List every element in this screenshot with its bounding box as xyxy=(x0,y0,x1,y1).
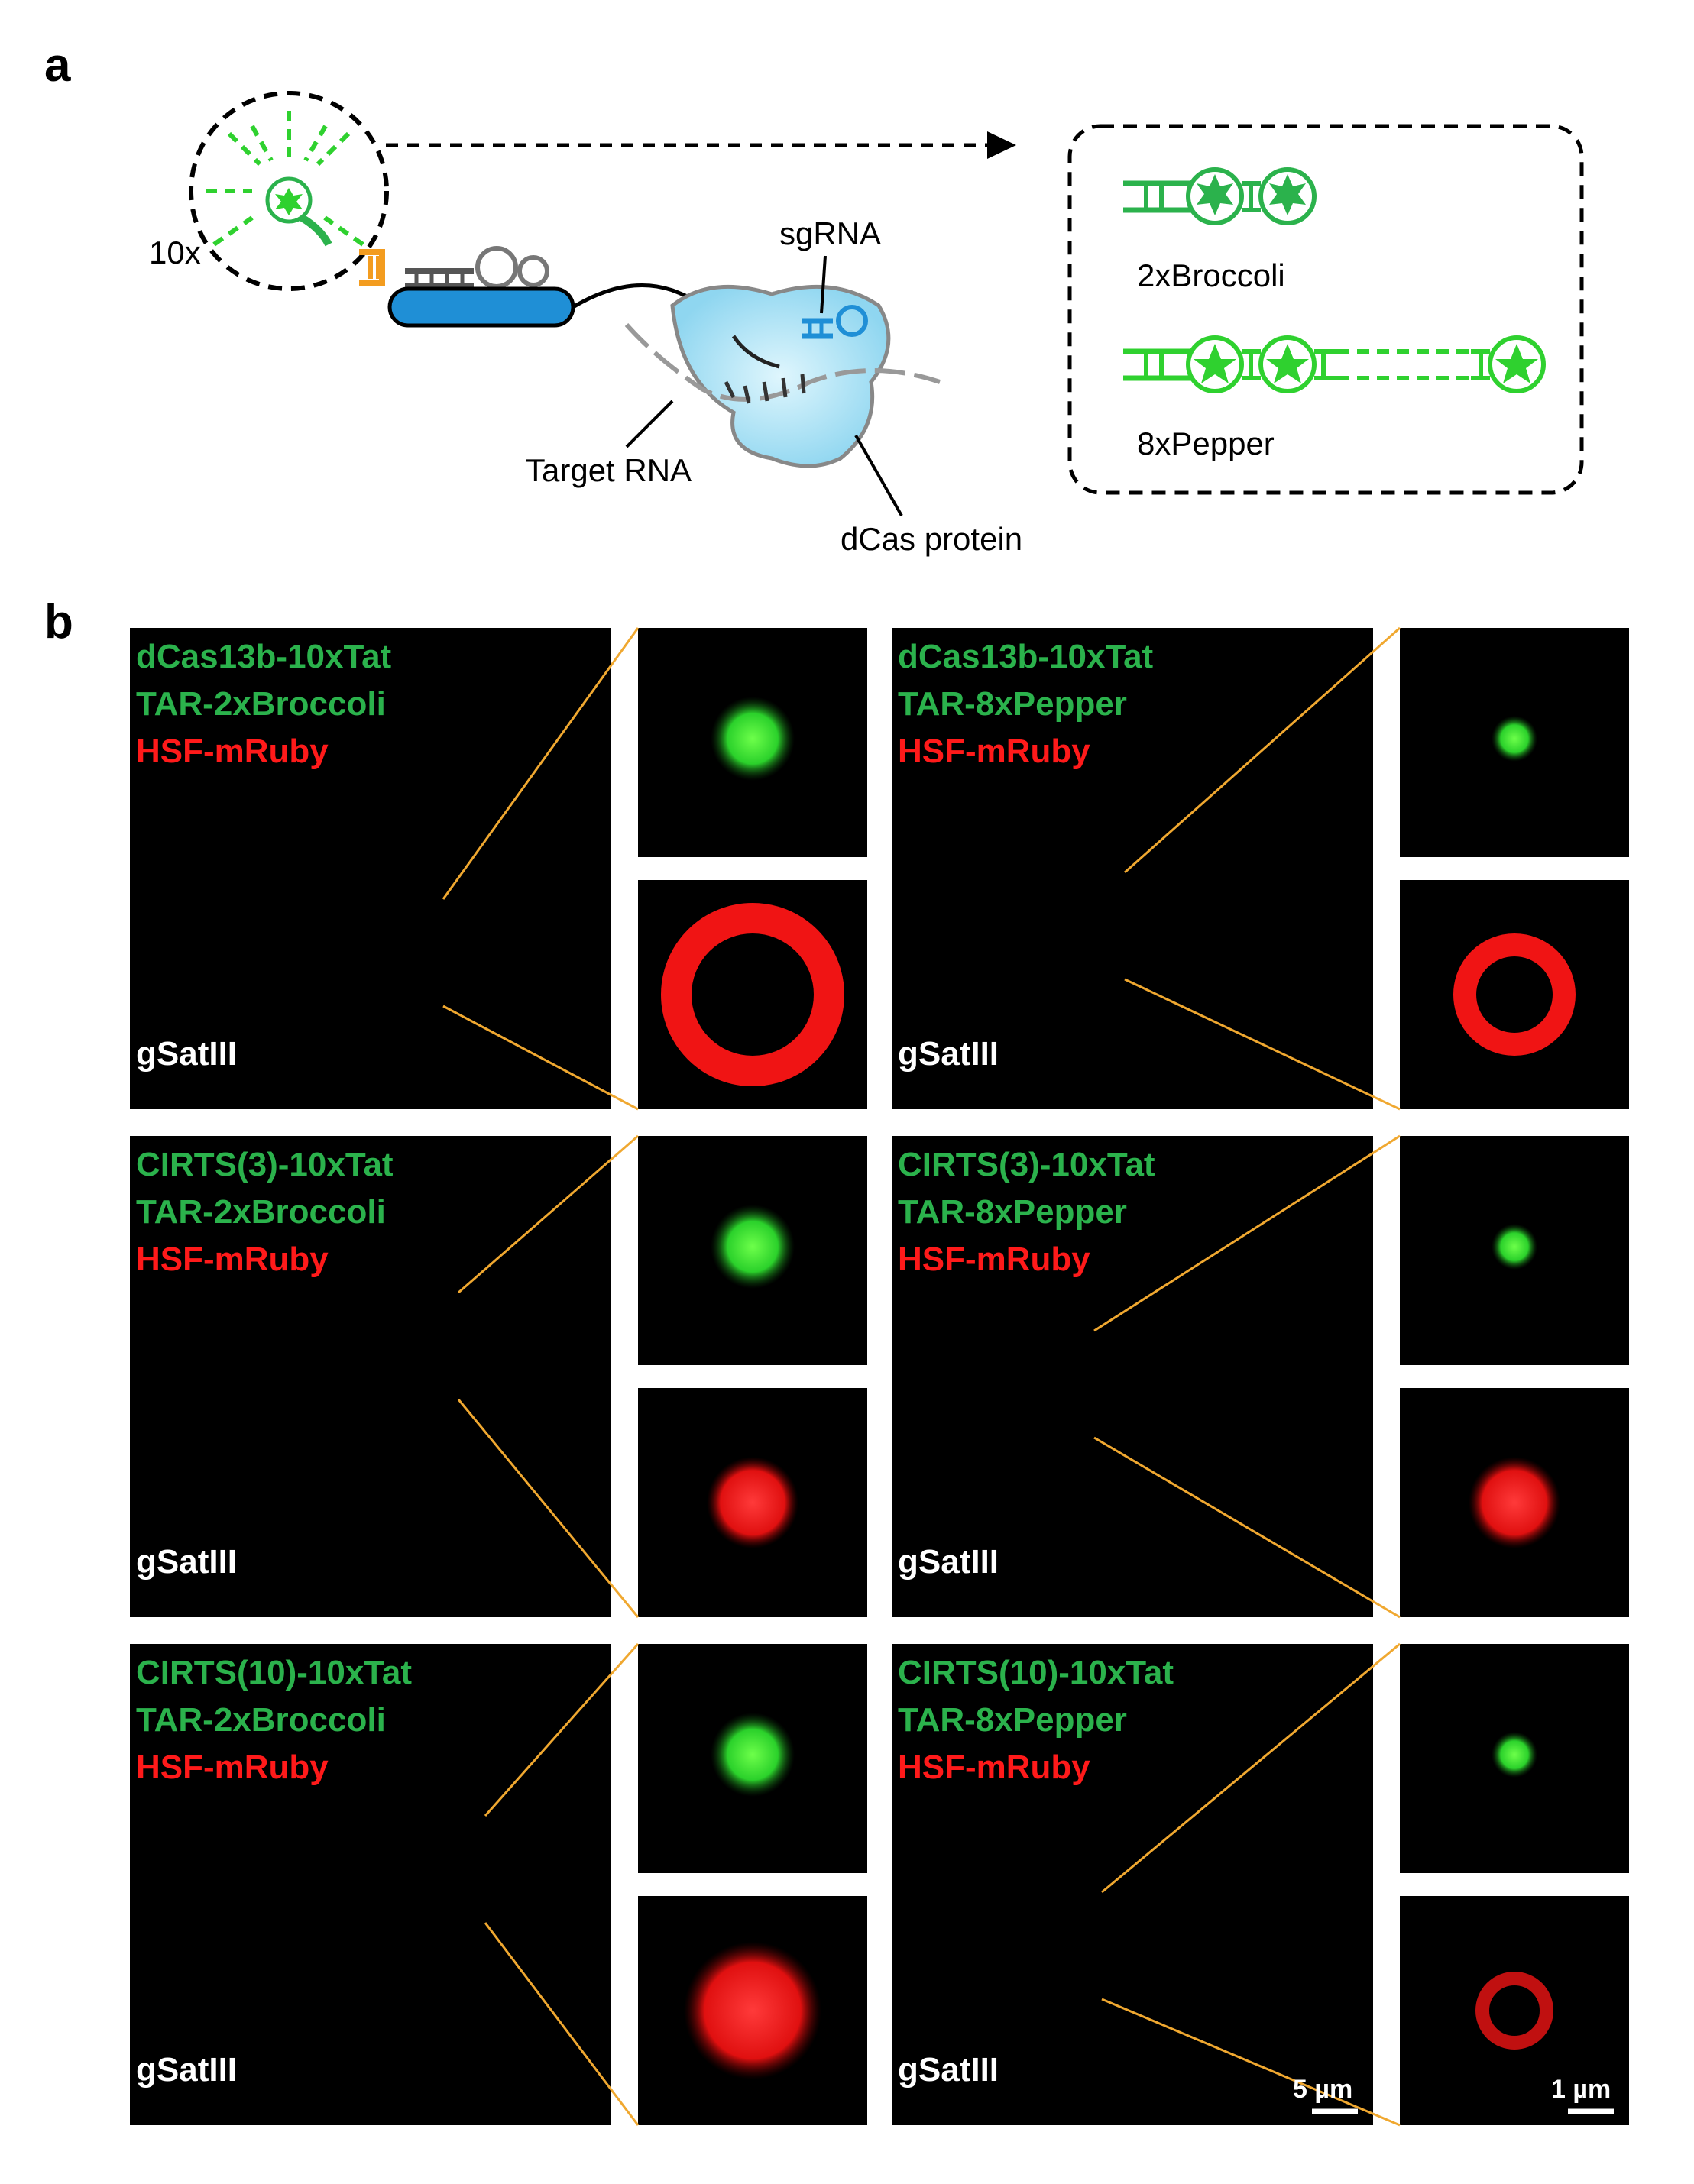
zoom-green-foci xyxy=(1492,1732,1537,1778)
target-label: gSatIII xyxy=(898,2051,999,2089)
zoom-line xyxy=(1124,626,1401,874)
zoom-line xyxy=(458,1134,639,1294)
zoom-red-image xyxy=(1400,880,1629,1109)
micrograph-1-right xyxy=(892,626,1629,1111)
dcas-protein-shape xyxy=(670,284,891,468)
main-image xyxy=(892,1136,1373,1617)
zoom-line xyxy=(484,1643,640,1817)
aptamer-label: TAR-8xPepper xyxy=(898,1193,1127,1231)
aptamer-label: TAR-2xBroccoli xyxy=(136,1193,386,1231)
micrograph-2-right xyxy=(892,1134,1629,1619)
zoom-red-ring xyxy=(1475,1972,1553,2050)
zoom-line xyxy=(1101,1998,1401,2127)
zoom-line xyxy=(442,627,640,900)
reporter-label: HSF-mRuby xyxy=(898,1241,1090,1278)
sgrna-strand xyxy=(802,318,833,339)
construct-label: CIRTS(3)-10xTat xyxy=(898,1146,1155,1183)
micrograph-2-left xyxy=(130,1134,867,1618)
reporter-label: HSF-mRuby xyxy=(136,733,329,770)
zoom-line xyxy=(442,1005,639,1111)
zoom-green-foci xyxy=(711,1713,795,1797)
main-image xyxy=(130,1644,611,2125)
aptamer-label: TAR-8xPepper xyxy=(898,1701,1127,1739)
main-image xyxy=(892,1644,1373,2125)
aptamer-label: TAR-2xBroccoli xyxy=(136,685,386,723)
zoom-line xyxy=(484,1922,640,2126)
target-label: gSatIII xyxy=(898,1035,999,1073)
aptamer-label: TAR-8xPepper xyxy=(898,685,1127,723)
reporter-label: HSF-mRuby xyxy=(898,733,1090,770)
zoom-line xyxy=(1093,1134,1401,1332)
broccoli-label: 2xBroccoli xyxy=(1137,257,1285,293)
dcas-protein-label: dCas protein xyxy=(841,521,1022,557)
construct-label: dCas13b-10xTat xyxy=(136,638,392,675)
grey-hairpin xyxy=(405,246,549,290)
reporter-label: HSF-mRuby xyxy=(136,1241,329,1278)
reporter-label: HSF-mRuby xyxy=(136,1749,329,1786)
main-image xyxy=(892,628,1373,1109)
scale-bar-zoom-label: 1 µm xyxy=(1551,2075,1611,2104)
main-image xyxy=(130,1136,611,1617)
panel-a-letter: a xyxy=(44,39,71,92)
target-rna-label: Target RNA xyxy=(526,452,692,488)
pepper-label: 8xPepper xyxy=(1137,425,1275,461)
micrograph-3-left xyxy=(130,1643,867,2126)
zoom-line xyxy=(457,1399,640,1618)
multiplier-label: 10x xyxy=(149,235,201,270)
zoom-green-foci xyxy=(1492,716,1537,762)
target-label: gSatIII xyxy=(898,1543,999,1581)
zoom-red-image xyxy=(1400,1896,1629,2125)
zoom-red-ring xyxy=(661,903,844,1086)
zoom-line xyxy=(1093,1436,1401,1619)
micrograph-grid: dCas13b-10xTatTAR-2xBroccoliHSF-mRubygSa… xyxy=(130,626,1629,2127)
reporter-label: HSF-mRuby xyxy=(898,1749,1090,1786)
target-label: gSatIII xyxy=(136,1035,237,1073)
zoom-red-blob xyxy=(1469,1457,1560,1548)
zoom-green-foci xyxy=(1492,1224,1537,1270)
zoom-green-foci xyxy=(711,697,795,781)
sgrna-label: sgRNA xyxy=(779,215,881,251)
panel-b-letter: b xyxy=(44,596,73,649)
broccoli-aptamer-diagram xyxy=(1123,167,1317,225)
zoom-red-blob xyxy=(684,1942,821,2079)
target-label: gSatIII xyxy=(136,1543,237,1581)
micrograph-3-right xyxy=(892,1642,1629,2127)
zoom-line xyxy=(1124,978,1401,1111)
aptamer-label: TAR-2xBroccoli xyxy=(136,1701,386,1739)
scale-bar-main-label: 5 µm xyxy=(1293,2075,1352,2104)
main-image xyxy=(130,628,611,1109)
zoom-red-ring xyxy=(1453,933,1576,1056)
tat-peptide xyxy=(387,286,575,328)
pepper-aptamer-diagram xyxy=(1123,335,1546,393)
zoom-red-blob xyxy=(707,1457,798,1548)
construct-label: CIRTS(3)-10xTat xyxy=(136,1146,394,1183)
target-label: gSatIII xyxy=(136,2051,237,2089)
target-rna-strand xyxy=(624,323,941,402)
construct-label: CIRTS(10)-10xTat xyxy=(898,1654,1174,1691)
zoom-green-foci xyxy=(711,1205,795,1289)
fluorophore-diagram xyxy=(189,91,389,291)
zoom-line xyxy=(1101,1642,1401,1894)
micrograph-1-left xyxy=(130,627,867,1111)
construct-label: dCas13b-10xTat xyxy=(898,638,1154,675)
aptamer-inset-box xyxy=(1067,124,1584,495)
construct-label: CIRTS(10)-10xTat xyxy=(136,1654,412,1691)
